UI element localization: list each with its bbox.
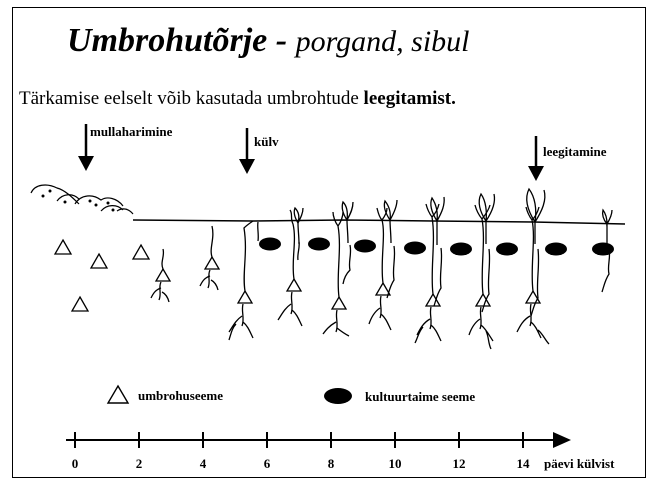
label-leegitamine: leegitamine: [543, 144, 607, 159]
arrow-kulv: [239, 128, 255, 174]
legend-crop-symbol: [324, 388, 352, 404]
axis-ticks: 0 2 4 6 8 10 12 14: [72, 432, 530, 471]
axis-arrowhead: [553, 432, 571, 448]
weed-control-diagram: mullaharimine külv leegitamine: [13, 8, 645, 477]
weed-seedling: [229, 221, 253, 340]
weed-seedling: [469, 205, 493, 349]
slide-frame: Umbrohutõrje - porgand, sibul Tärkamise …: [12, 7, 646, 478]
arrow-leegitamine: [528, 136, 544, 181]
axis-tick-label: 8: [328, 456, 335, 471]
axis-tick-label: 4: [200, 456, 207, 471]
weed-seedling: [369, 208, 391, 330]
axis-tick-label: 0: [72, 456, 79, 471]
weed-seeds: [55, 240, 149, 311]
label-kulv: külv: [254, 134, 279, 149]
weed-seedling: [517, 207, 549, 344]
legend: umbrohuseeme kultuurtaime seeme: [108, 386, 475, 404]
axis-tick-label: 12: [453, 456, 466, 471]
time-axis: 0 2 4 6 8 10 12 14 päevi külvist: [66, 432, 615, 471]
weed-seedling: [323, 212, 349, 336]
legend-crop-label: kultuurtaime seeme: [365, 389, 475, 404]
weed-seedling: [200, 226, 219, 290]
soil-surface: [133, 220, 625, 224]
legend-weed-symbol: [108, 386, 128, 403]
axis-tick-label: 10: [389, 456, 402, 471]
legend-weed-label: umbrohuseeme: [138, 388, 223, 403]
axis-tick-label: 14: [517, 456, 531, 471]
axis-tick-label: 2: [136, 456, 143, 471]
axis-label: päevi külvist: [544, 456, 615, 471]
axis-tick-label: 6: [264, 456, 271, 471]
weed-seedling: [151, 249, 170, 302]
label-mullaharimine: mullaharimine: [90, 124, 173, 139]
tilled-soil: [31, 185, 133, 214]
